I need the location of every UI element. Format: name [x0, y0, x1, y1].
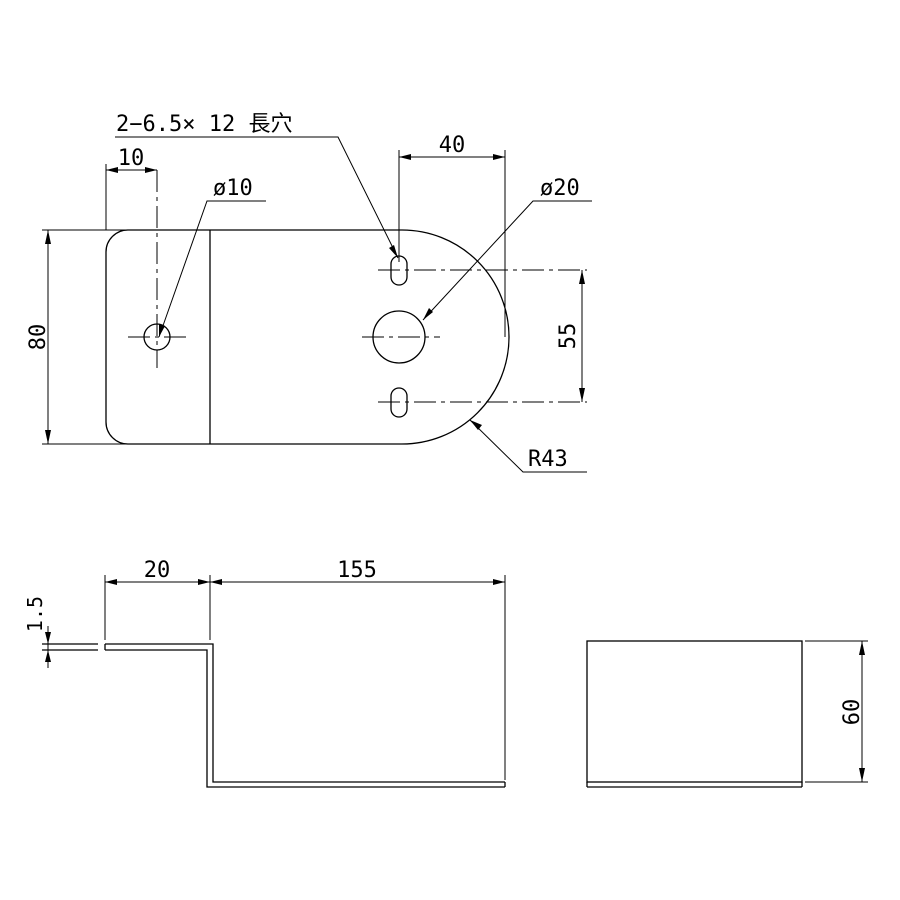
- top-view: [105, 170, 587, 445]
- dimension-40: 40: [398, 133, 506, 337]
- leader-hole-small: ø10: [158, 176, 266, 338]
- dimension-20: 20: [104, 558, 211, 640]
- hole-large-label: ø20: [540, 176, 580, 201]
- dimension-10: 10: [105, 146, 157, 230]
- dimension-60: 60: [805, 640, 868, 783]
- dimension-1-5: 1.5: [23, 596, 51, 668]
- dim-1-5-label: 1.5: [23, 596, 47, 632]
- dim-40-label: 40: [439, 133, 466, 158]
- dimension-80: 80: [26, 229, 128, 445]
- profile-inner: [105, 649, 505, 788]
- leader-hole-large: ø20: [422, 176, 592, 321]
- slot-label: 2−6.5× 12 長穴: [116, 112, 292, 137]
- dim-80-label: 80: [26, 324, 51, 351]
- leader-radius: R43: [469, 419, 587, 473]
- dim-60-label: 60: [840, 699, 865, 726]
- dim-55-label: 55: [556, 323, 581, 350]
- front-view: [42, 643, 506, 788]
- leader-slot: 2−6.5× 12 長穴: [115, 112, 399, 259]
- dim-155-label: 155: [337, 558, 377, 583]
- radius-label: R43: [528, 447, 568, 472]
- hole-small-label: ø10: [213, 176, 253, 201]
- dimension-55: 55: [556, 270, 585, 402]
- dim-10-label: 10: [118, 146, 145, 171]
- side-view: [586, 640, 803, 788]
- dimension-155: 155: [210, 558, 506, 780]
- plate-outline: [105, 229, 510, 445]
- profile-outer: [105, 643, 505, 783]
- dim-20-label: 20: [144, 558, 171, 583]
- side-outline: [586, 640, 803, 783]
